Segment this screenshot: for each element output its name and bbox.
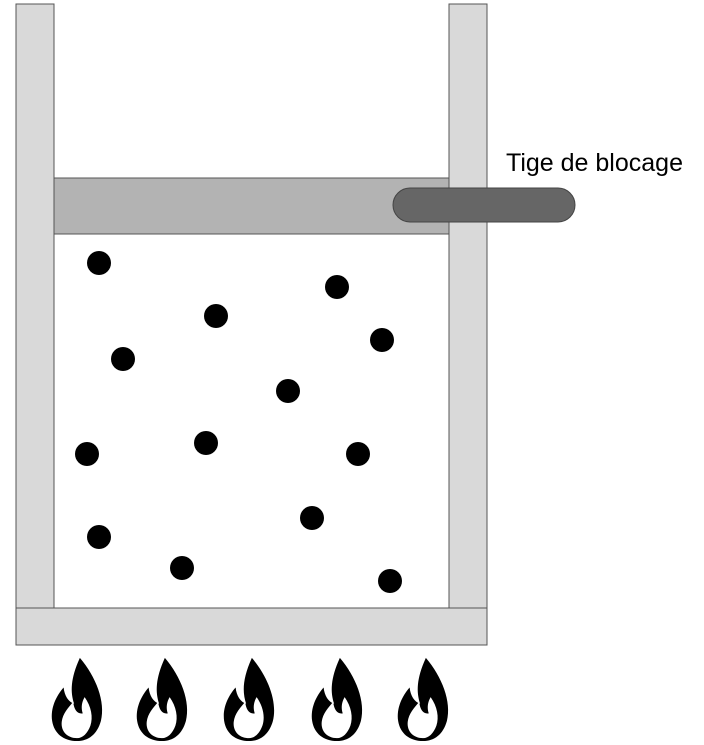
gas-particle <box>194 431 218 455</box>
cylinder-container <box>16 4 487 645</box>
gas-particle <box>170 556 194 580</box>
gas-particle <box>87 525 111 549</box>
cylinder-left-wall <box>16 4 54 645</box>
gas-particle <box>325 275 349 299</box>
gas-particle <box>346 442 370 466</box>
gas-particle <box>370 328 394 352</box>
gas-particle <box>300 506 324 530</box>
heat-source <box>52 658 448 741</box>
gas-particle <box>204 304 228 328</box>
flame-icon <box>137 658 187 741</box>
flame-icon <box>52 658 102 741</box>
locking-rod <box>393 188 575 222</box>
flame-icon <box>398 658 448 741</box>
flame-icon <box>224 658 274 741</box>
gas-particle <box>276 379 300 403</box>
locking-rod-label: Tige de blocage <box>506 149 683 177</box>
gas-particle <box>75 442 99 466</box>
piston <box>54 178 449 234</box>
flame-icon <box>312 658 362 741</box>
cylinder-inner-floor-cover <box>17 609 486 644</box>
gas-particle <box>378 569 402 593</box>
gas-particle <box>111 347 135 371</box>
gas-particles <box>75 251 402 593</box>
gas-particle <box>87 251 111 275</box>
cylinder-right-wall <box>449 4 487 645</box>
